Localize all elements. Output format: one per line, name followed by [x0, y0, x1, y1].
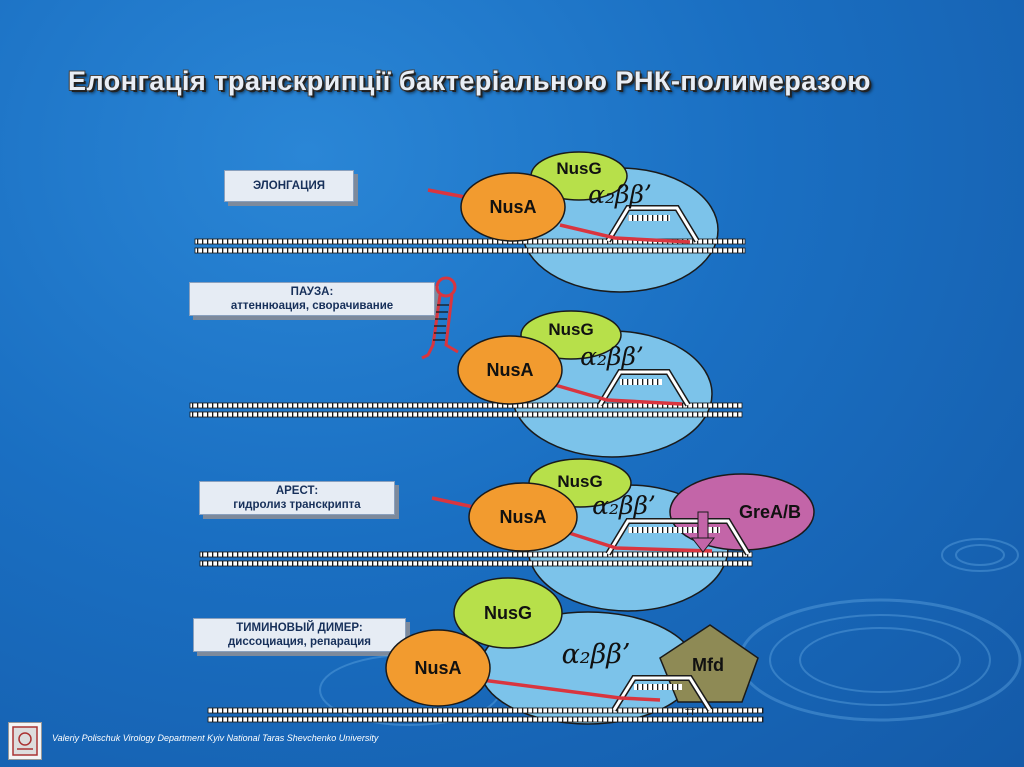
polymerase-label: α₂ββ’	[592, 491, 656, 520]
polymerase-label: α₂ββ’	[580, 342, 644, 371]
dna-strand-top	[194, 238, 746, 245]
nusa-label: NusA	[486, 360, 533, 380]
panel-elongation: NusG NusA α₂ββ’	[194, 151, 746, 293]
panel-pause: NusG NusA α₂ββ’	[189, 276, 743, 458]
label-pause-line1: ПАУЗА:	[290, 286, 334, 298]
label-elongation: ЭЛОНГАЦИЯ	[224, 170, 354, 202]
label-arrest-line1: АРЕСТ:	[275, 485, 319, 497]
panel-thymine-dimer: NusG NusA α₂ββ’ Mfd TT	[207, 577, 764, 725]
nusa-label: NusA	[499, 507, 546, 527]
footer-credit: Valeriy Polischuk Virology Department Ky…	[52, 733, 379, 743]
mfd-label: Mfd	[692, 655, 724, 675]
dna-strand-bottom	[199, 560, 753, 567]
nusg-label: NusG	[548, 320, 593, 339]
nusa-label: NusA	[414, 658, 461, 678]
university-logo	[8, 722, 42, 760]
nusa-protein	[460, 172, 566, 242]
label-pause-line2: аттеннюация, сворачивание	[230, 300, 394, 312]
label-arrest-line2: гидролиз транскрипта	[233, 499, 361, 511]
nusa-label: NusA	[489, 197, 536, 217]
rna-transcript	[431, 496, 713, 553]
nusg-label: NusG	[557, 472, 602, 491]
nusg-label: NusG	[556, 159, 601, 178]
polymerase-label: α₂ββ’	[562, 639, 631, 670]
dna-strand-top	[199, 551, 753, 558]
panel-arrest: NusG NusA α₂ββ’ GreA/B	[199, 458, 815, 612]
dna-strand-top	[207, 707, 764, 714]
cleavage-arrow	[690, 511, 716, 553]
label-arrest: АРЕСТ: гидролиз транскрипта	[199, 481, 395, 515]
rna-transcript	[481, 678, 661, 702]
grea-label: GreA/B	[739, 502, 801, 522]
dna-strand-bottom	[194, 247, 746, 254]
mfd-protein	[659, 624, 759, 703]
label-pause: ПАУЗА: аттеннюация, сворачивание	[189, 282, 435, 316]
label-thymine-line1: ТИМИНОВЫЙ ДИМЕР:	[236, 622, 363, 634]
nusa-protein	[385, 629, 491, 707]
label-elongation-line1: ЭЛОНГАЦИЯ	[252, 180, 326, 192]
rna-transcript	[554, 383, 683, 406]
polymerase-label: α₂ββ’	[588, 180, 652, 209]
label-thymine-dimer: ТИМИНОВЫЙ ДИМЕР: диссоциация, репарация	[193, 618, 406, 652]
thymine-dimer-mark: TT	[685, 708, 695, 717]
label-thymine-line2: диссоциация, репарация	[228, 636, 371, 648]
dna-strand-bottom	[189, 411, 743, 418]
dna-strand-bottom	[207, 716, 764, 723]
rna-hairpin	[421, 276, 459, 360]
nusg-protein	[453, 577, 563, 649]
nusg-label: NusG	[484, 603, 532, 623]
dna-strand-top	[189, 402, 743, 409]
nusa-protein	[468, 482, 578, 552]
nusa-protein	[457, 335, 563, 405]
page-title: Елонгація транскрипції бактеріальною РНК…	[68, 66, 871, 96]
